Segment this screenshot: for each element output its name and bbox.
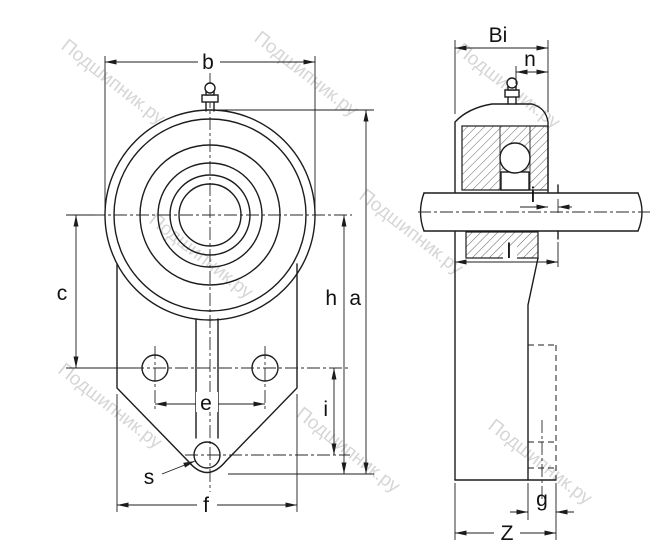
dim-l-label-bg <box>503 246 517 261</box>
dim-label-Bi: Bi <box>489 24 508 47</box>
dim-label-a: a <box>349 287 361 310</box>
dim-label-c: c <box>57 282 68 305</box>
side-view: Bi n i l g Z <box>418 24 650 545</box>
dim-b-label-bg <box>198 52 220 71</box>
spherical-seat-circle <box>139 144 281 286</box>
housing-section-outline <box>454 103 549 481</box>
dim-label-e: e <box>200 392 212 415</box>
grease-hex <box>504 89 520 98</box>
watermark-layer: Подшипник.ру Подшипник.ру Подшипник.ру П… <box>54 27 596 509</box>
grease-fitting-front <box>201 82 219 112</box>
dim-label-h: h <box>325 287 337 310</box>
rib-taper-profile <box>527 257 539 481</box>
housing-outer-circle <box>104 109 316 321</box>
dim-e-label-bg <box>196 392 218 412</box>
dim-label-i-side: i <box>531 184 536 207</box>
bolt-hole-bottom <box>193 441 221 469</box>
dim-label-g: g <box>536 488 548 511</box>
grease-ball <box>204 82 216 94</box>
dim-label-i-front: i <box>323 398 328 421</box>
dim-f-label-bg <box>197 496 217 515</box>
bolt-hole-right <box>251 354 279 382</box>
grease-fitting-side <box>504 77 520 105</box>
bolt-hole-left <box>141 354 169 382</box>
bore-circle <box>178 183 242 247</box>
dim-label-l: l <box>507 240 512 263</box>
front-view: b c e f s h a i <box>57 51 374 517</box>
dim-label-Z: Z <box>501 522 514 545</box>
inner-ring-section <box>500 171 530 191</box>
watermark-text: Подшипник.ру <box>292 403 404 497</box>
housing-rim-circle <box>113 118 307 312</box>
dim-label-s: s <box>144 466 155 489</box>
bearing-inner-ring-circle <box>169 174 251 256</box>
watermark-text: Подшипник.ру <box>57 35 169 129</box>
grease-hex <box>201 94 219 103</box>
grease-ball <box>506 77 518 89</box>
watermark-text: Подшипник.ру <box>250 27 362 121</box>
watermark-text: Подшипник.ру <box>54 359 166 453</box>
dim-Z-label-bg <box>494 523 520 543</box>
dim-label-f: f <box>203 494 209 517</box>
hatch-lower-section <box>465 231 539 259</box>
dim-label-n: n <box>524 48 536 71</box>
dim-label-b: b <box>202 51 214 74</box>
dim-s-leader <box>161 460 196 475</box>
bearing-ball <box>499 142 531 174</box>
bearing-outer-ring-circle <box>157 162 263 268</box>
